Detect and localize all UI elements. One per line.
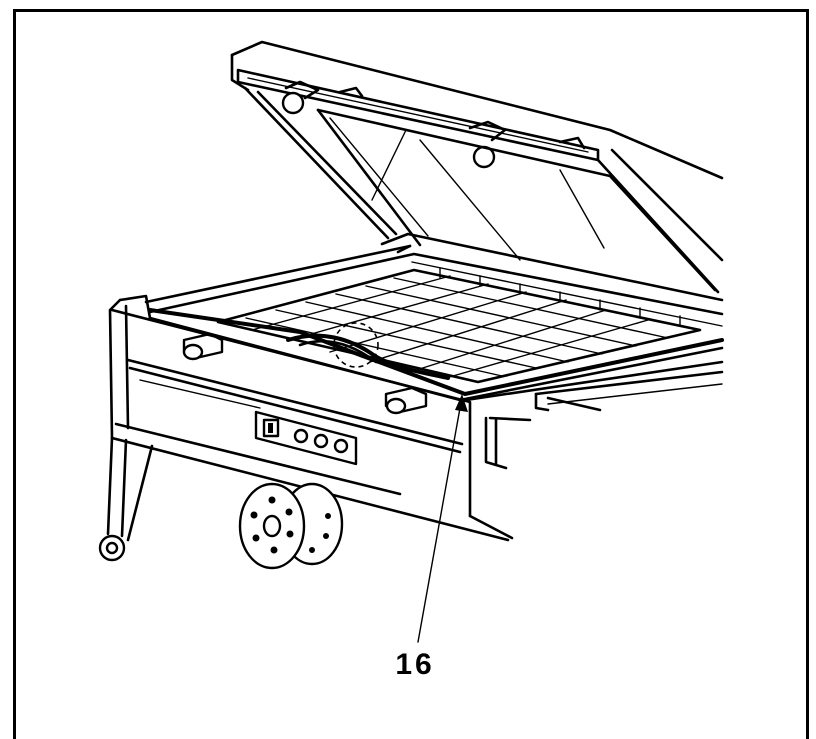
highlight-circle: [333, 322, 379, 368]
base-tray: [144, 244, 724, 415]
callout-number: 16: [395, 648, 435, 681]
leader-line-arrow: [417, 394, 468, 643]
lid: [230, 40, 724, 302]
legs-and-wheels: [98, 436, 344, 570]
cabinet: [108, 294, 532, 542]
